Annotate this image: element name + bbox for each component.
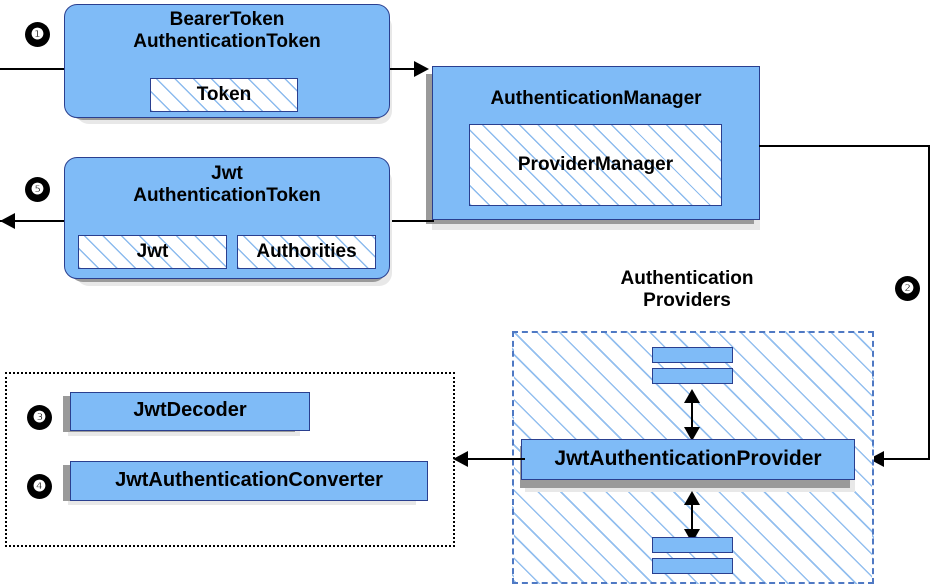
provider-manager-box[interactable] <box>469 124 722 206</box>
provider-stub-top-2 <box>652 368 733 384</box>
flow-line-provider-to-support <box>455 458 525 460</box>
jwt-provider-box[interactable] <box>521 439 855 480</box>
provider-manager-label: ProviderManager <box>517 154 674 175</box>
bearer-token-inner-token-label: Token <box>196 84 252 105</box>
step-badge-4: ❹ <box>28 475 51 498</box>
auth-manager-title: AuthenticationManager <box>490 88 702 109</box>
jwt-token-inner-authorities-box[interactable] <box>237 235 376 269</box>
step-badge-3: ❸ <box>28 406 51 429</box>
flow-line-manager-down <box>928 145 930 460</box>
bearer-token-title: BearerToken AuthenticationToken <box>133 9 321 52</box>
arrowhead-provider-bottom-up <box>684 491 700 505</box>
jwt-token-inner-jwt-label: Jwt <box>136 241 169 262</box>
jwt-token-title: Jwt AuthenticationToken <box>133 163 321 206</box>
jwt-converter-label: JwtAuthenticationConverter <box>115 469 383 491</box>
arrowhead-provider-top-down <box>684 427 700 441</box>
jwt-support-frame <box>5 372 455 547</box>
provider-stub-bottom-1 <box>652 537 733 553</box>
arrowhead-provider-to-support <box>453 451 468 467</box>
jwt-converter-box[interactable] <box>70 461 428 501</box>
jwt-decoder-label: JwtDecoder <box>133 399 247 421</box>
arrowhead-provider-top-up <box>684 389 700 403</box>
provider-link-top <box>691 393 693 431</box>
jwt-token-inner-jwt-box[interactable] <box>78 235 227 269</box>
provider-stub-bottom-2 <box>652 558 733 574</box>
authentication-providers-label: Authentication Providers <box>620 268 754 311</box>
jwt-token-inner-authorities-label: Authorities <box>256 241 357 262</box>
step-badge-1: ❶ <box>26 23 49 46</box>
step-badge-2: ❷ <box>896 277 919 300</box>
flow-line-manager-right <box>759 145 930 147</box>
jwt-decoder-box[interactable] <box>70 392 310 431</box>
flow-line-bearer-to-manager <box>390 68 420 70</box>
jwt-provider-label: JwtAuthenticationProvider <box>554 447 822 470</box>
provider-link-bottom <box>691 495 693 533</box>
provider-stub-top-1 <box>652 347 733 363</box>
arrowhead-response-out <box>0 213 15 229</box>
step-badge-5: ❺ <box>26 178 49 201</box>
arrowhead-bearer-to-manager <box>414 61 429 77</box>
bearer-token-inner-token-box[interactable] <box>150 78 298 112</box>
